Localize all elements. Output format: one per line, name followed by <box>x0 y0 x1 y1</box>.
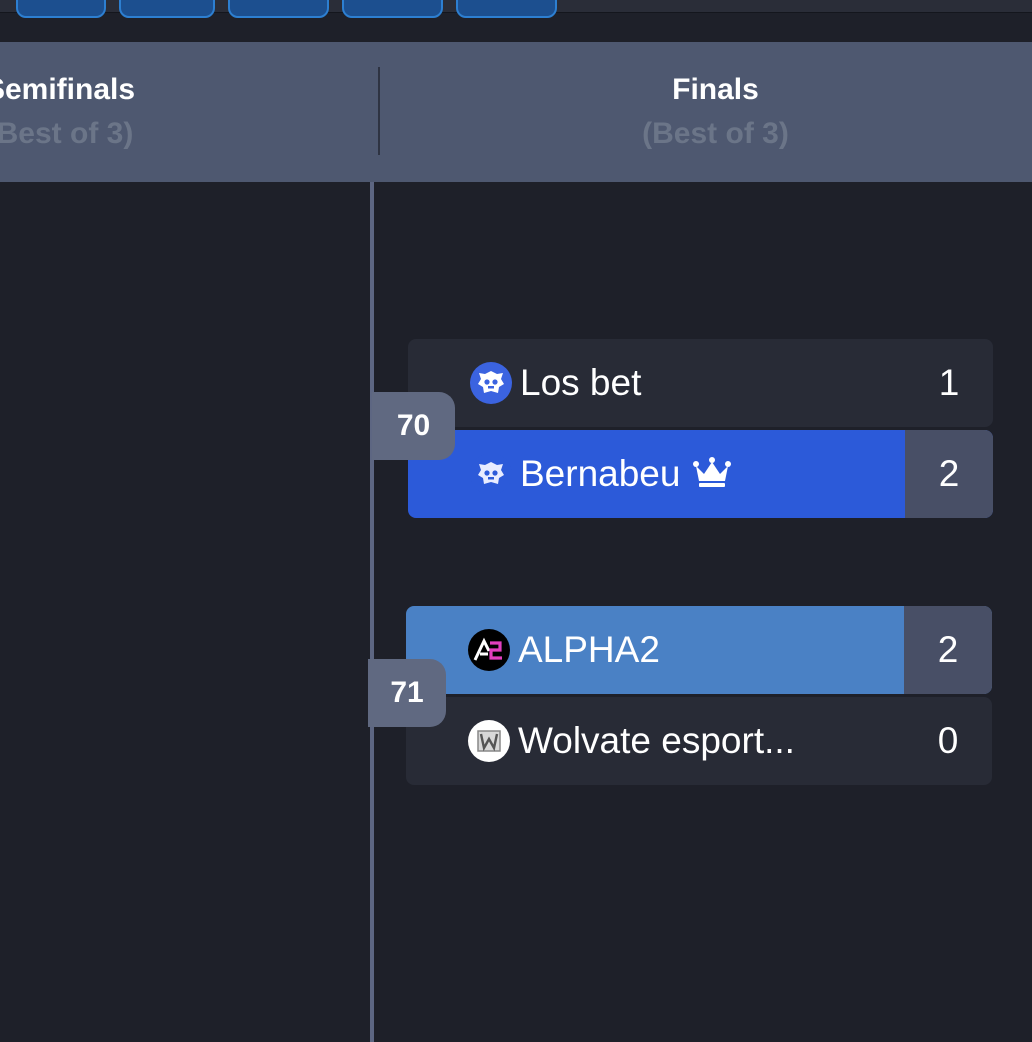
team-name: Los bet <box>520 362 642 403</box>
brawl-skull-icon <box>470 362 512 404</box>
team-score: 0 <box>937 720 959 761</box>
match-70-team-2[interactable]: Bernabeu 2 <box>408 430 993 518</box>
rounds-header: Semifinals (Best of 3) Finals (Best of 3… <box>0 42 1032 182</box>
round-name: Semifinals <box>0 73 136 106</box>
team-score: 1 <box>938 362 960 403</box>
team-score: 2 <box>905 430 993 518</box>
round-format: (Best of 3) <box>0 117 134 150</box>
round-tab[interactable] <box>119 0 215 18</box>
team-name: Wolvate esport... <box>518 720 795 761</box>
wolvate-w-logo <box>468 720 510 762</box>
team-name-wrap: Bernabeu <box>520 430 732 518</box>
round-header-finals: Finals (Best of 3) <box>382 72 1032 152</box>
alpha2-logo <box>468 629 510 671</box>
round-name: Finals <box>672 73 759 106</box>
match-70-team-1[interactable]: Los bet 1 <box>408 339 993 427</box>
round-tab[interactable] <box>342 0 443 18</box>
header-divider <box>378 67 380 155</box>
top-tab-bar <box>0 0 1032 18</box>
team-score: 2 <box>904 606 992 694</box>
round-format: (Best of 3) <box>642 117 789 150</box>
match-71-team-1[interactable]: ALPHA2 2 <box>406 606 992 694</box>
round-header-semifinals: Semifinals (Best of 3) <box>0 72 250 152</box>
round-tab[interactable] <box>456 0 557 18</box>
crown-icon <box>692 432 732 518</box>
match-71-team-2[interactable]: Wolvate esport... 0 <box>406 697 992 785</box>
match-number-badge: 70 <box>372 392 455 460</box>
brawl-skull-icon <box>470 453 512 495</box>
bracket-connector-line <box>370 182 374 1042</box>
team-name: ALPHA2 <box>518 629 660 670</box>
round-tab[interactable] <box>16 0 106 18</box>
match-number-badge: 71 <box>368 659 446 727</box>
round-tab[interactable] <box>228 0 329 18</box>
team-name: Bernabeu <box>520 453 681 494</box>
